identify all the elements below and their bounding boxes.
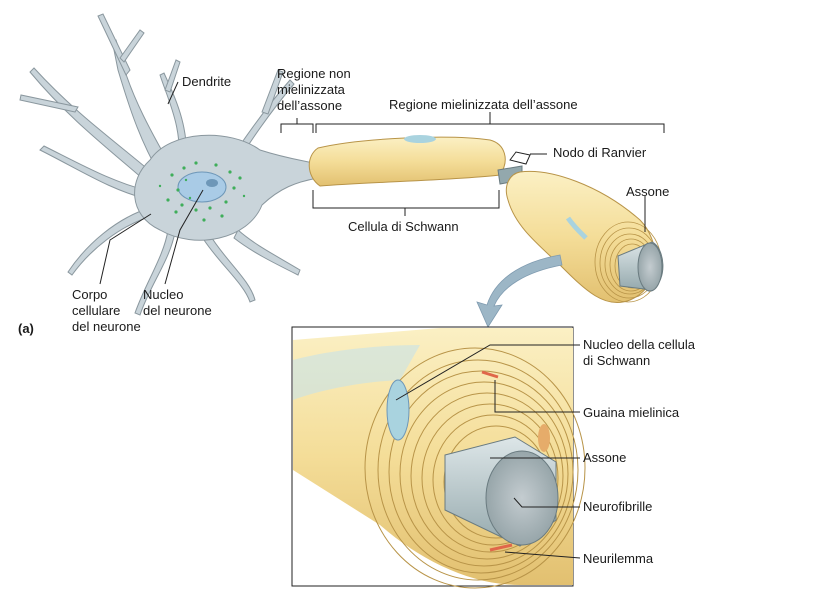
- label-neurilemma: Neurilemma: [583, 551, 654, 566]
- label-myelin-sheath: Guaina mielinica: [583, 405, 680, 420]
- detail-leaders: [395, 344, 581, 559]
- label-unmyelinated-3: dell’assone: [277, 98, 342, 113]
- nissl-bodies: [158, 161, 246, 222]
- zoom-arrow: [476, 254, 563, 328]
- detail-cross-section: [293, 328, 586, 589]
- label-nucleus-2: del neurone: [143, 303, 212, 318]
- panel-label: (a): [18, 321, 34, 336]
- label-myelinated-region: Regione mielinizzata dell’assone: [389, 97, 578, 112]
- label-neurofibrils: Neurofibrille: [583, 499, 652, 514]
- label-cell-body-1: Corpo: [72, 287, 107, 302]
- label-node-of-ranvier: Nodo di Ranvier: [553, 145, 647, 160]
- schwann-segment-2: [505, 170, 657, 304]
- schwann-segment-1: [308, 136, 506, 187]
- label-schwann-nucleus-1: Nucleo della cellula: [583, 337, 696, 352]
- label-schwann-cell: Cellula di Schwann: [348, 219, 459, 234]
- label-dendrite: Dendrite: [182, 74, 231, 89]
- label-axon-top: Assone: [626, 184, 669, 199]
- axon-face: [485, 450, 559, 546]
- label-schwann-nucleus-2: di Schwann: [583, 353, 650, 368]
- neuron-nucleus: [177, 171, 227, 203]
- brackets: [99, 81, 665, 285]
- label-cell-body-3: del neurone: [72, 319, 141, 334]
- label-unmyelinated-2: mielinizzata: [277, 82, 346, 97]
- label-nucleus-1: Nucleo: [143, 287, 183, 302]
- label-cell-body-2: cellulare: [72, 303, 120, 318]
- label-unmyelinated-1: Regione non: [277, 66, 351, 81]
- label-axon-detail: Assone: [583, 450, 626, 465]
